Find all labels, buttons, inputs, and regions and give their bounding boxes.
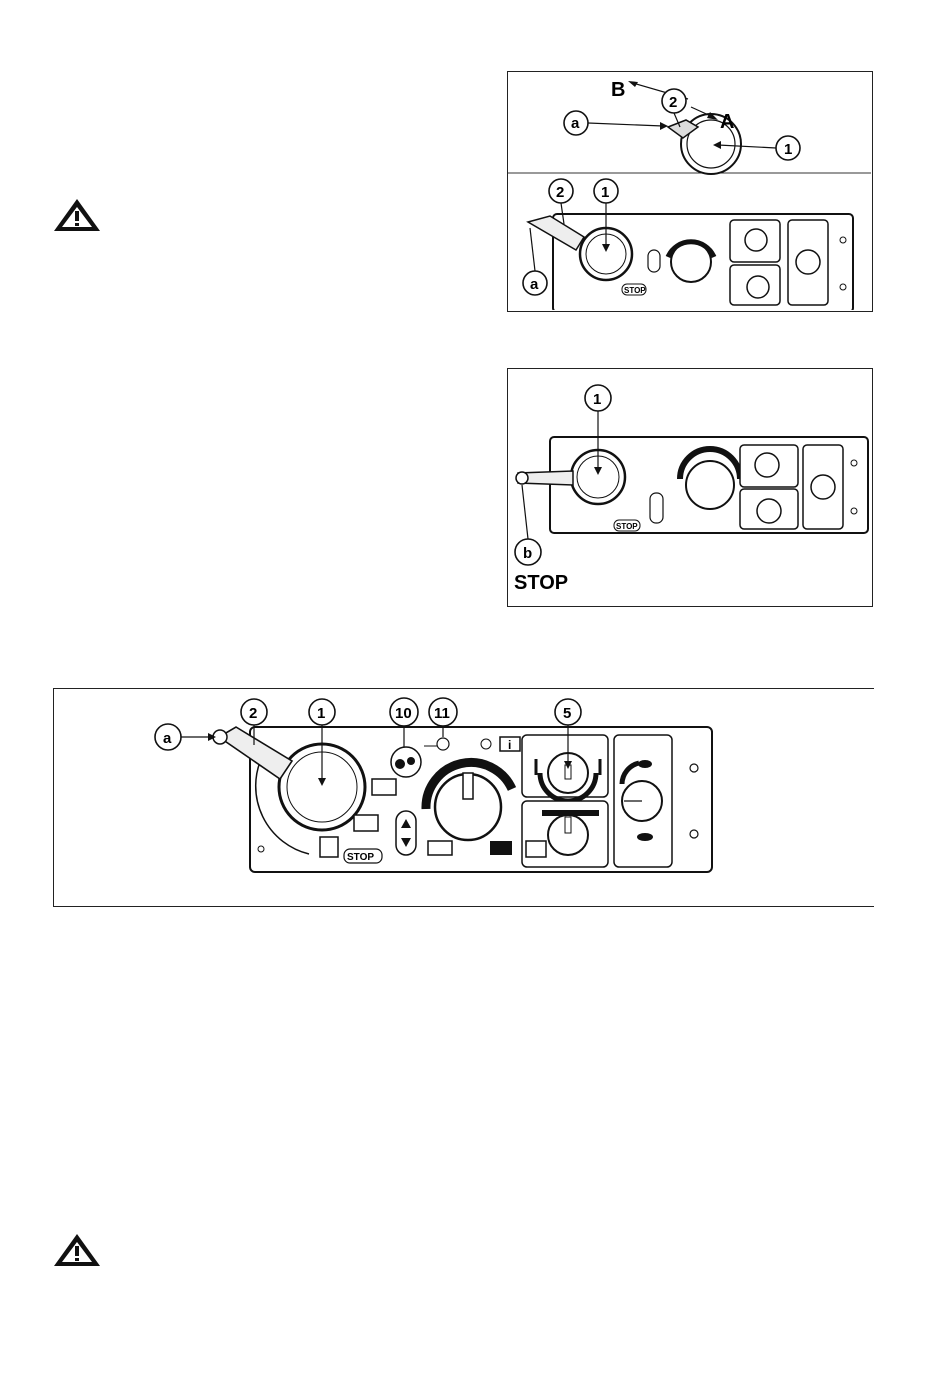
label-a-direction: A <box>720 111 734 133</box>
figure-3-drawing: STOP i <box>54 689 873 905</box>
stop-label: STOP <box>624 286 646 295</box>
callout-1: 1 <box>784 141 792 158</box>
callout-1: 1 <box>601 184 609 201</box>
hare-icon <box>638 760 652 768</box>
stop-caption: STOP <box>514 572 568 594</box>
callout-2: 2 <box>669 94 677 111</box>
info-book-icon: i <box>508 738 511 752</box>
callout-a: a <box>163 730 172 747</box>
figure-stop-position: STOP 1 b STOP <box>507 368 873 607</box>
warning-icon <box>52 1232 102 1268</box>
callout-a: a <box>530 276 539 293</box>
callout-2: 2 <box>556 184 564 201</box>
callout-2: 2 <box>249 705 257 722</box>
callout-b: b <box>523 545 532 562</box>
warning-icon <box>52 197 102 233</box>
figure-lever-directions: B A 2 a 1 STOP 2 <box>507 71 873 312</box>
tortoise-icon <box>637 833 653 841</box>
callout-1: 1 <box>317 705 325 722</box>
figure-1-drawing: B A 2 a 1 STOP 2 <box>508 72 871 310</box>
callout-11: 11 <box>434 705 450 722</box>
label-b: B <box>611 79 625 101</box>
stop-label: STOP <box>616 522 638 531</box>
callout-5: 5 <box>563 705 571 722</box>
callout-10: 10 <box>395 705 412 722</box>
figure-control-panel: STOP i <box>53 688 874 907</box>
callout-a: a <box>571 115 580 132</box>
figure-2-drawing: STOP 1 b STOP <box>508 369 871 605</box>
stop-label: STOP <box>347 852 374 863</box>
callout-1: 1 <box>593 391 601 408</box>
